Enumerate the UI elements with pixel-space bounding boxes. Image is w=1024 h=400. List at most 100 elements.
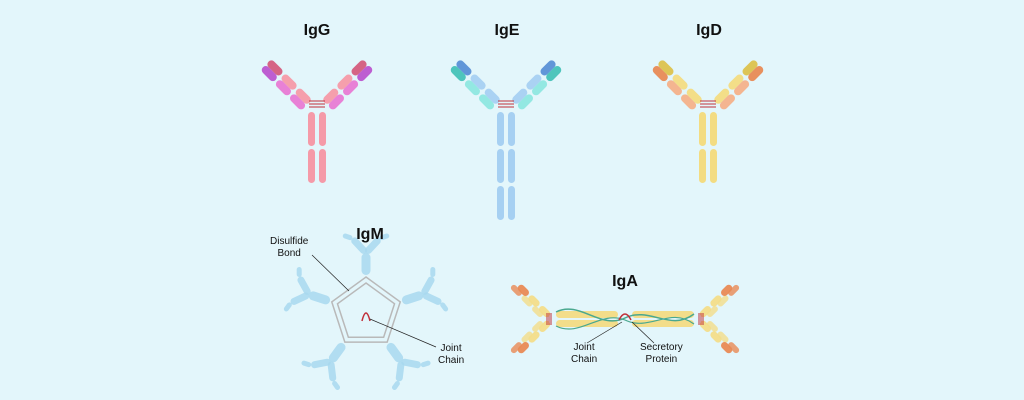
- igm-fab-tip: [283, 302, 292, 312]
- iga-arm-segment: [528, 295, 540, 307]
- igm-joint-chain-callout-line: [369, 318, 437, 348]
- light-chain-segment: [343, 80, 359, 96]
- light-chain-segment: [681, 94, 697, 110]
- iga-arm-segment: [721, 342, 733, 354]
- callout-lines: [311, 254, 655, 348]
- iga-light-chain-segment: [521, 295, 533, 307]
- iga-arm-segment: [710, 295, 722, 307]
- iga-light-chain-segment: [532, 320, 544, 332]
- iga-arm-segment: [710, 331, 722, 343]
- light-chain-segment: [546, 66, 562, 82]
- iga-light-chain-segment: [521, 331, 533, 343]
- heavy-chain-arm-segment: [281, 74, 297, 90]
- heavy-chain-constant-segment: [497, 186, 504, 220]
- iga-secretory-protein-lower: [555, 316, 695, 330]
- iga-light-chain-segment: [728, 284, 740, 296]
- iga-joint-chain: [618, 313, 632, 321]
- iga-light-chain-segment: [706, 320, 718, 332]
- iga-arm-segment: [528, 331, 540, 343]
- disulfide-bond-label: Disulfide Bond: [270, 236, 309, 259]
- heavy-chain-arm-segment: [512, 88, 528, 104]
- igm-fab-arm: [422, 292, 442, 305]
- ige-title: IgE: [494, 22, 520, 39]
- light-chain-segment: [666, 80, 682, 96]
- igm-fab-arm: [297, 276, 311, 295]
- igm-fab-arm: [401, 358, 421, 369]
- iga-light-chain-segment: [532, 306, 544, 318]
- light-chain-segment: [479, 94, 495, 110]
- iga-heavy-chain-stem: [632, 311, 694, 318]
- igm-monomer-stem: [308, 291, 331, 305]
- disulfide-bond-callout-line: [311, 254, 350, 292]
- iga-secretory-protein: [555, 308, 695, 322]
- light-chain-segment: [450, 66, 466, 82]
- iga-arm-segment: [721, 284, 733, 296]
- iga-title: IgA: [612, 273, 638, 290]
- light-chain-segment: [357, 66, 373, 82]
- heavy-chain-constant-segment: [508, 149, 515, 183]
- heavy-chain-arm-segment: [658, 60, 674, 76]
- igm-joint-chain: [361, 312, 371, 322]
- heavy-chain-constant-segment: [308, 149, 315, 183]
- igm-fab-tip: [391, 380, 400, 390]
- igm-joint-chain-label: Joint Chain: [438, 343, 465, 366]
- secretory-protein-callout-line: [631, 321, 655, 344]
- light-chain-segment: [719, 94, 735, 110]
- heavy-chain-arm-segment: [323, 88, 339, 104]
- heavy-chain-constant-segment: [508, 112, 515, 146]
- heavy-chain-arm-segment: [470, 74, 486, 90]
- igg-title: IgG: [303, 22, 331, 39]
- iga-light-chain-segment: [510, 284, 522, 296]
- heavy-chain-arm-segment: [540, 60, 556, 76]
- iga-arm-segment: [517, 342, 529, 354]
- heavy-chain-arm-segment: [267, 60, 283, 76]
- heavy-chain-arm-segment: [351, 60, 367, 76]
- heavy-chain-constant-segment: [699, 149, 706, 183]
- heavy-chain-arm-segment: [295, 88, 311, 104]
- heavy-chain-constant-segment: [319, 149, 326, 183]
- ige-structure: [450, 60, 562, 220]
- heavy-chain-constant-segment: [508, 186, 515, 220]
- igm-fab-tip: [379, 233, 390, 241]
- igm-monomer-stem: [328, 342, 346, 363]
- iga-dimer-structure: [510, 284, 740, 354]
- heavy-chain-arm-segment: [742, 60, 758, 76]
- iga-arm-segment: [517, 284, 529, 296]
- iga-joint-chain-label: Joint Chain: [571, 342, 598, 365]
- igm-fab-tip: [342, 233, 353, 241]
- light-chain-segment: [532, 80, 548, 96]
- heavy-chain-constant-segment: [319, 112, 326, 146]
- iga-light-chain-segment: [728, 342, 740, 354]
- light-chain-segment: [290, 94, 306, 110]
- heavy-chain-arm-segment: [714, 88, 730, 104]
- igm-monomer-stem: [401, 291, 424, 305]
- igm-fab-tip: [420, 360, 431, 368]
- iga-heavy-chain-stem: [632, 320, 694, 327]
- heavy-chain-arm-segment: [526, 74, 542, 90]
- igm-fab-tip: [440, 302, 449, 312]
- iga-heavy-chain-stem: [556, 320, 618, 327]
- light-chain-segment: [652, 66, 668, 82]
- heavy-chain-arm-segment: [337, 74, 353, 90]
- igm-fab-tip: [296, 266, 302, 277]
- igm-fab-arm: [364, 237, 381, 254]
- light-chain-segment: [464, 80, 480, 96]
- secretory-protein-label: Secretory Protein: [640, 342, 683, 365]
- heavy-chain-constant-segment: [497, 149, 504, 183]
- igm-fab-tip: [301, 360, 312, 368]
- heavy-chain-constant-segment: [710, 149, 717, 183]
- iga-light-chain-segment: [706, 306, 718, 318]
- light-chain-segment: [734, 80, 750, 96]
- heavy-chain-constant-segment: [699, 112, 706, 146]
- igd-title: IgD: [696, 22, 722, 39]
- iga-joint-chain-callout-line: [586, 321, 623, 344]
- heavy-chain-arm-segment: [484, 88, 500, 104]
- igm-fab-tip: [430, 266, 436, 277]
- igm-fab-arm: [327, 361, 337, 382]
- light-chain-segment: [748, 66, 764, 82]
- light-chain-segment: [275, 80, 291, 96]
- igm-title: IgM: [356, 226, 384, 243]
- light-chain-segment: [261, 66, 277, 82]
